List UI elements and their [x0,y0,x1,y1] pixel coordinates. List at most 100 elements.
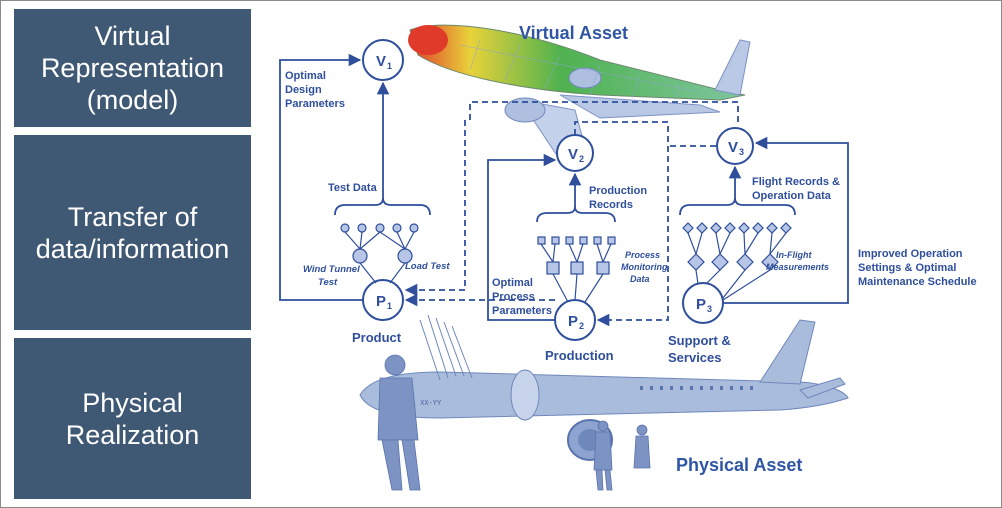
sensor-circle-icon [409,223,419,233]
production-records-label-1: Production [589,185,647,197]
node-v2-sub: 2 [579,154,584,164]
arrow-p1-to-v1-left [279,53,363,301]
transfer-data-box: Transfer of data/information [14,135,251,330]
brace-test-data [334,197,431,216]
optimal-process-label-1: Optimal [492,277,533,289]
virtual-airplane-illustration [408,24,751,166]
solid-connectors [279,53,849,321]
optimal-design-label-2: Design [285,84,322,96]
sensor-square-icon [546,261,560,275]
physical-plane-windows [640,386,753,390]
sensor-circle-icon [375,223,385,233]
support-label-2: Services [668,350,722,365]
optimal-process-label-2: Process [492,291,535,303]
sensor-diamond-icon [696,222,708,234]
sensor-square-icon [607,236,616,245]
node-p1: P 1 [362,279,404,321]
arrow-p3-to-v3-right [723,136,849,304]
test-data-sensors [340,223,419,284]
process-monitoring-label-3: Data [630,274,650,284]
sensor-square-icon [565,236,574,245]
optimal-design-label-1: Optimal [285,70,326,82]
improved-operation-label-3: Maintenance Schedule [858,276,977,288]
node-v2: V 2 [556,134,594,172]
flight-records-label-1: Flight Records & [752,176,840,188]
virtual-plane-tail [714,39,751,96]
sensor-diamond-icon [687,253,705,271]
wind-tunnel-label-1: Wind Tunnel [303,264,360,275]
transfer-data-label: Transfer of data/information [35,201,230,264]
node-p3: P 3 [682,282,724,324]
optimal-design-label-3: Parameters [285,98,345,110]
in-flight-label-1: In-Flight [776,250,812,260]
node-p2: P 2 [554,299,596,341]
physical-plane-tail [759,319,816,385]
dashed-v1-to-p1 [469,101,739,124]
node-v3-label: V [728,139,738,156]
node-p3-sub: 3 [707,304,712,314]
virtual-plane-nose [408,25,448,55]
sensor-square-icon [570,261,584,275]
support-label-1: Support & [668,333,731,348]
production-sensors [537,236,616,303]
sensor-diamond-icon [724,222,736,234]
worker-figures [377,354,651,491]
virtual-representation-label: Virtual Representation (model) [40,21,225,115]
brace-production [536,206,616,223]
production-records-label-2: Records [589,199,633,211]
virtual-plane-engine-2 [568,67,602,89]
sensor-diamond-icon [738,222,750,234]
physical-realization-box: Physical Realization [14,338,251,499]
sensor-square-icon [579,236,588,245]
physical-plane-section-opening [510,369,540,421]
improved-operation-label-1: Improved Operation [858,248,963,260]
scaffolding [419,314,473,381]
sensor-circle-icon [357,223,367,233]
node-v3-sub: 3 [739,147,744,157]
physical-realization-label: Physical Realization [65,387,200,450]
virtual-representation-box: Virtual Representation (model) [14,9,251,127]
dashed-v-to-p1 [404,120,466,297]
brace-flight [679,197,796,216]
sensor-square-icon [537,236,546,245]
physical-asset-title: Physical Asset [676,455,802,475]
sensor-square-icon [596,261,610,275]
sensor-circle-icon [340,223,350,233]
sensor-square-icon [593,236,602,245]
wind-tunnel-label-2: Test [318,277,338,288]
fuselage-marking: MODEL XX-YY [395,400,442,408]
node-v3: V 3 [716,127,754,165]
sensor-diamond-icon [682,222,694,234]
production-label: Production [545,348,614,363]
sensor-circle-icon [352,248,368,264]
optimal-process-label-3: Parameters [492,305,552,317]
improved-operation-label-2: Settings & Optimal [858,262,956,274]
node-p1-label: P [376,293,386,310]
virtual-plane-fuselage [409,24,746,101]
sensor-diamond-icon [710,222,722,234]
node-p2-label: P [568,313,578,330]
sensor-diamond-icon [780,222,792,234]
virtual-plane-engine-1 [504,97,546,123]
test-data-label: Test Data [328,182,378,194]
node-p2-sub: 2 [579,321,584,331]
dashed-v2-to-p2 [574,121,669,327]
sensor-diamond-icon [736,253,754,271]
arrow-p2-to-v2-left [487,153,557,321]
physical-airplane-illustration: MODEL XX-YY [359,314,849,491]
node-p3-label: P [696,296,706,313]
node-v2-label: V [568,146,578,163]
sensor-diamond-icon [711,253,729,271]
sensor-square-icon [551,236,560,245]
process-monitoring-label-2: Monitoring [621,262,668,272]
dashed-connectors [404,101,739,327]
sensor-circle-icon [392,223,402,233]
node-v1-label: V [376,53,386,70]
virtual-asset-title: Virtual Asset [519,23,628,43]
load-test-label: Load Test [405,261,450,272]
node-v1: V 1 [362,39,404,81]
sensor-diamond-icon [761,253,779,271]
node-p1-sub: 1 [387,301,392,311]
flight-records-label-2: Operation Data [752,190,832,202]
